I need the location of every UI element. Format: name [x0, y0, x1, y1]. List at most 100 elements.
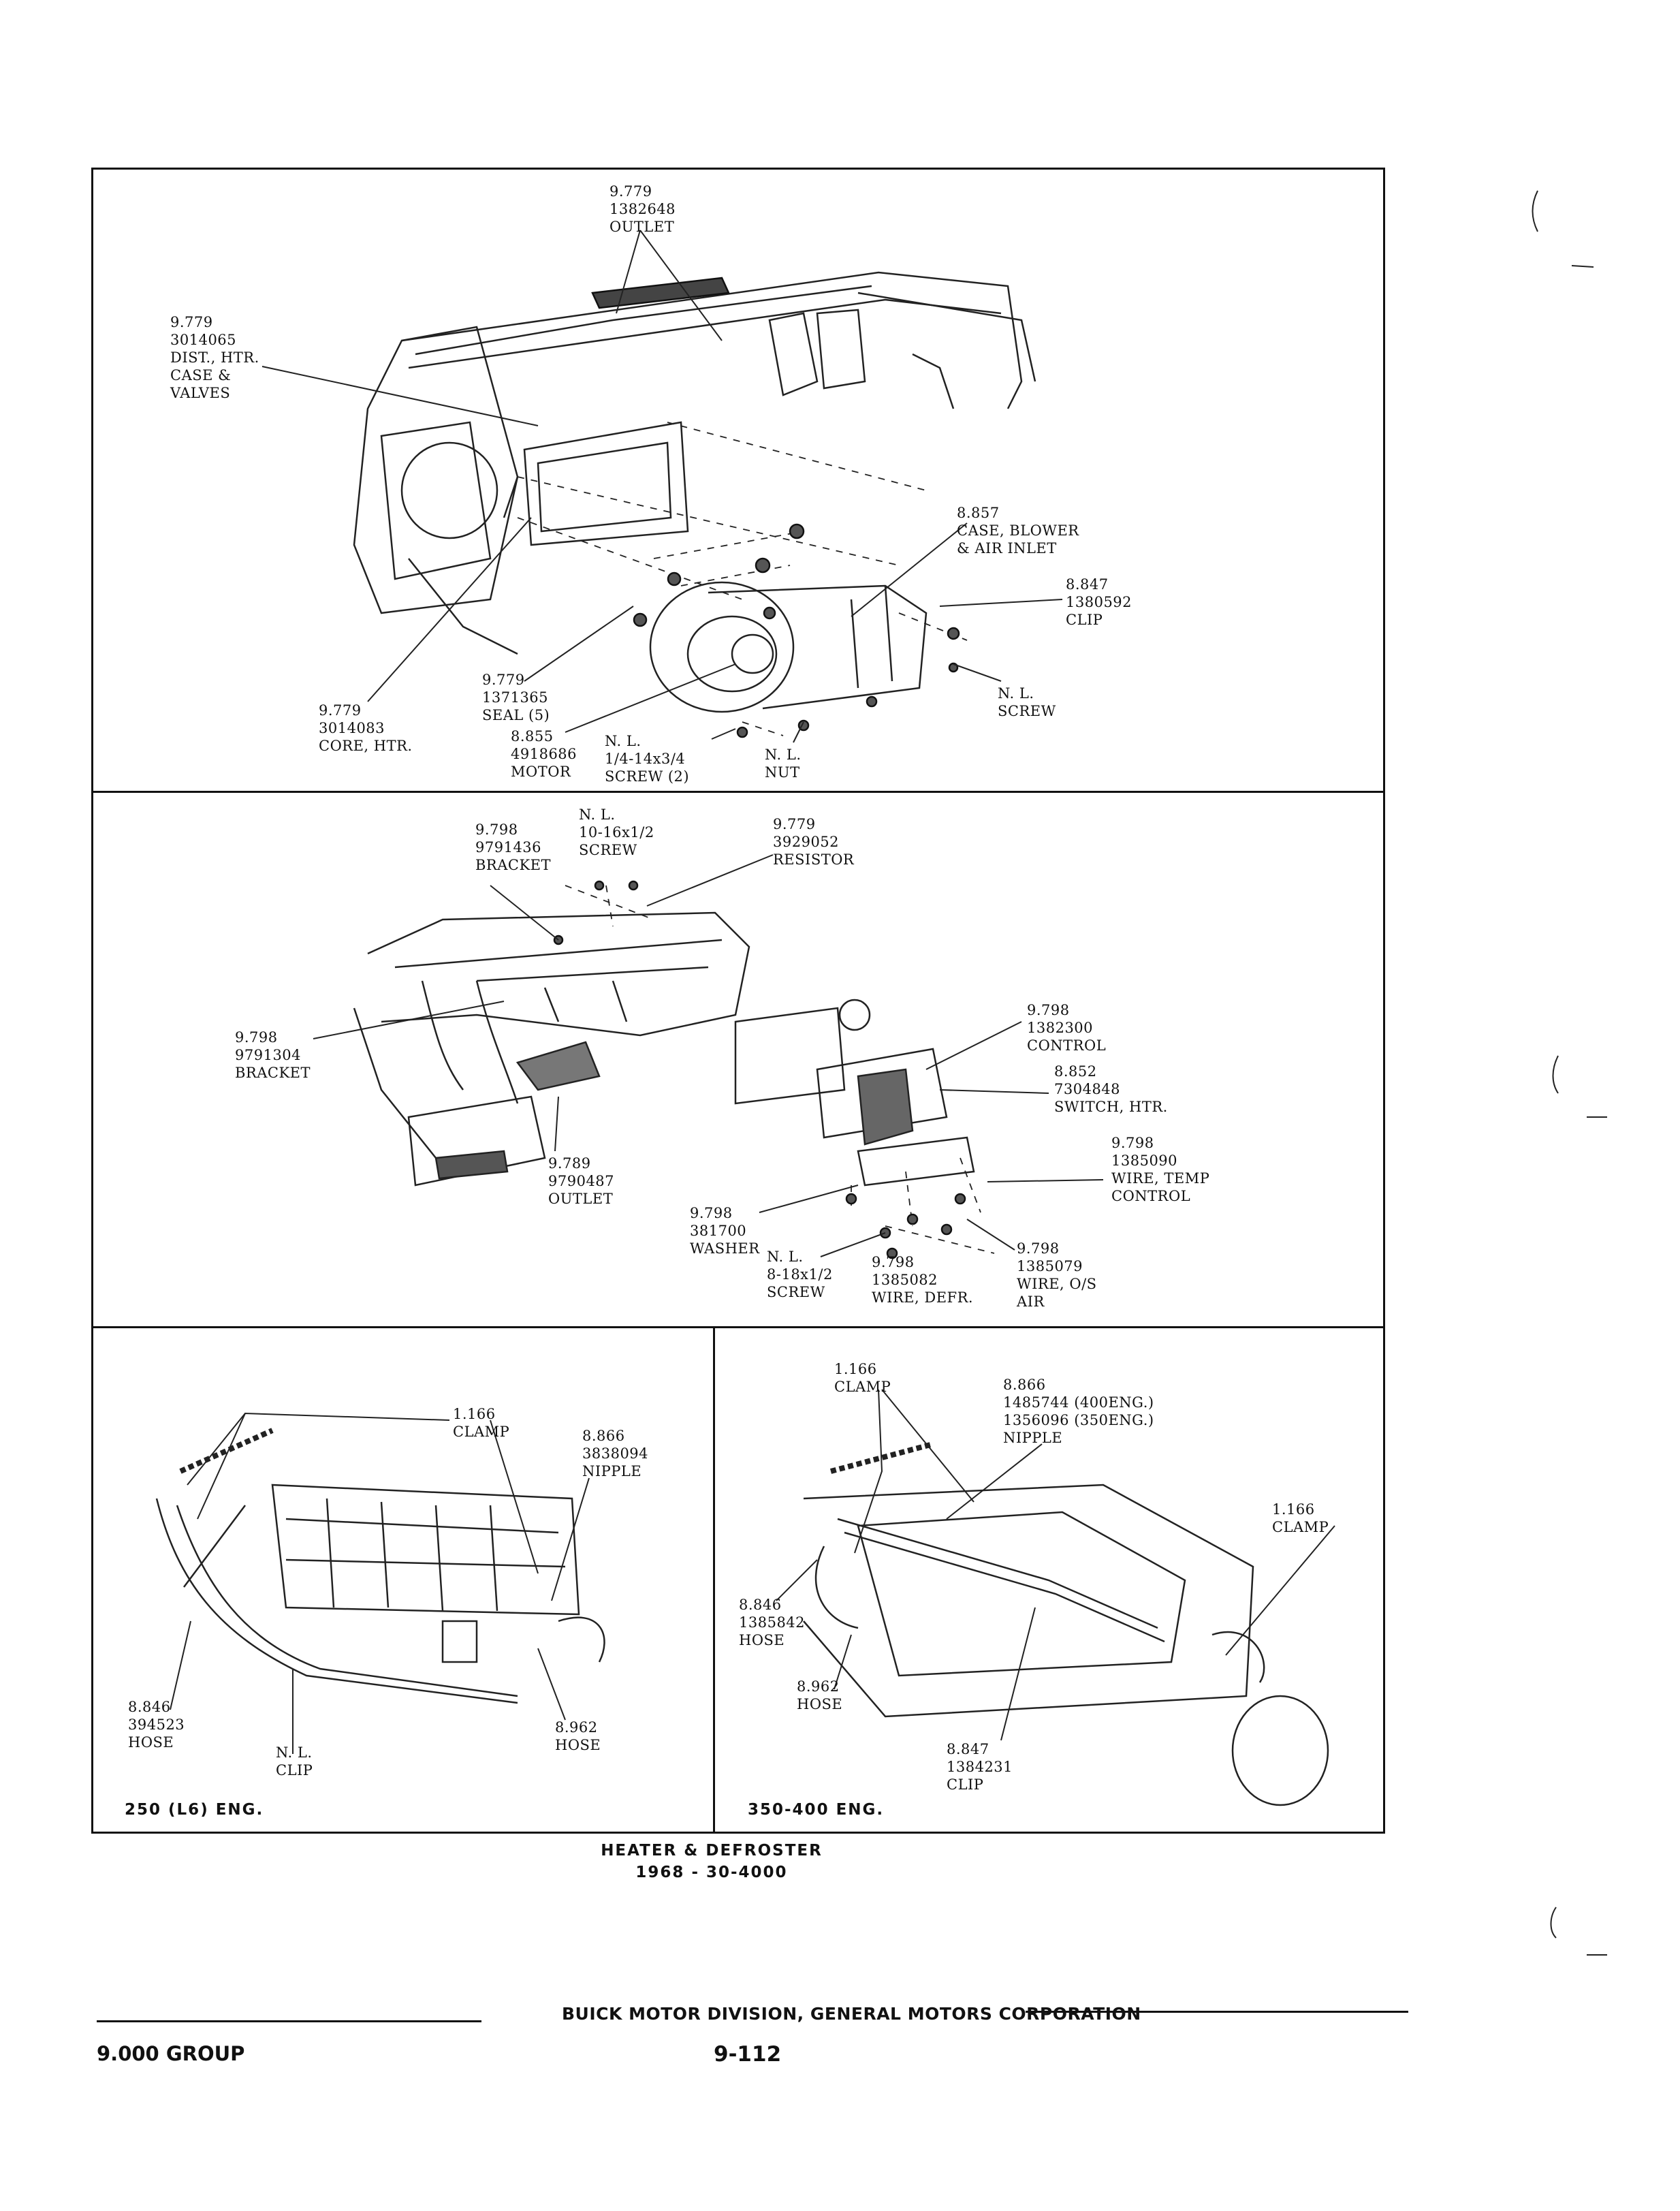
part-number: 4918686 [511, 746, 577, 762]
leader-lines-panel3 [170, 1412, 590, 1754]
leader-lines-panel1 [261, 230, 1063, 743]
part-name: VALVES [170, 385, 231, 401]
part-name: SWITCH, HTR. [1054, 1099, 1168, 1115]
part-name: AIR [1017, 1293, 1045, 1310]
part-number: 1384231 [947, 1759, 1013, 1775]
part-name: CASE & [170, 367, 232, 383]
part-group: 8.847 [1066, 576, 1109, 593]
part-group: 9.779 [319, 702, 362, 719]
part-group: N. L. [579, 806, 616, 823]
part-name: MOTOR [511, 764, 571, 780]
part-group: 8.866 [582, 1428, 625, 1444]
part-group: 9.779 [170, 314, 213, 330]
panel-divider-2 [91, 1326, 1385, 1328]
part-group: 9.798 [1027, 1002, 1070, 1018]
part-group: 9.798 [1017, 1240, 1060, 1257]
part-group: 8.962 [555, 1719, 598, 1736]
part-group: 1.166 [834, 1361, 877, 1377]
part-name: SCREW [579, 842, 637, 858]
part-name: CONTROL [1111, 1188, 1191, 1204]
part-group: 8.866 [1003, 1377, 1046, 1393]
part-number: 1380592 [1066, 594, 1132, 610]
diagram-caption-title: HEATER & DEFROSTER [601, 1842, 823, 1860]
part-name: CLAMP [834, 1379, 891, 1395]
part-name: SCREW [998, 703, 1056, 719]
diagram-frame [91, 168, 1385, 1834]
part-name: WIRE, DEFR. [872, 1289, 974, 1306]
label-nl-screw-top: N. L.SCREW [998, 685, 1056, 720]
panel-divider-vertical [713, 1326, 715, 1834]
part-name: CLIP [947, 1776, 984, 1793]
part-number: 1382648 [609, 201, 676, 217]
part-group: N. L. [605, 733, 641, 749]
part-number: 3014065 [170, 332, 237, 348]
part-number: 9791436 [475, 839, 542, 856]
part-group: 8.855 [511, 728, 554, 744]
blower-assembly-illustration [649, 581, 928, 713]
dashed-assembly-lines-2 [565, 885, 995, 1254]
l6-engine-illustration [155, 1484, 605, 1704]
part-number: 381700 [690, 1223, 747, 1239]
v8-engine-illustration [803, 1484, 1329, 1806]
part-name: NIPPLE [582, 1463, 642, 1479]
part-name: HOSE [739, 1632, 785, 1648]
footer-division: BUICK MOTOR DIVISION, GENERAL MOTORS COR… [562, 2004, 1141, 2024]
part-group: N. L. [276, 1744, 313, 1761]
part-name: NUT [765, 764, 800, 781]
fasteners [633, 523, 960, 738]
panel-label-v8: 350-400 ENG. [748, 1801, 885, 1819]
part-number: 9790487 [548, 1173, 615, 1189]
part-number: 394523 [128, 1716, 185, 1733]
part-spec: 8-18x1/2 [767, 1266, 833, 1283]
margin-marks [1532, 190, 1607, 1956]
part-name: WASHER [690, 1240, 760, 1257]
leader-lines-panel4 [776, 1389, 1335, 1741]
dashed-assembly-lines [517, 422, 968, 736]
part-name: CASE, BLOWER [957, 522, 1079, 539]
part-number: 1385082 [872, 1272, 938, 1288]
part-number: 1382300 [1027, 1020, 1094, 1036]
part-name: OUTLET [609, 219, 675, 235]
part-group: 8.962 [797, 1678, 840, 1695]
footer-rule-left [97, 2020, 481, 2022]
part-name: OUTLET [548, 1191, 614, 1207]
diagram-caption-code: 1968 - 30-4000 [635, 1864, 788, 1881]
part-number: 9791304 [235, 1047, 302, 1063]
fasteners-2 [553, 880, 966, 1259]
part-name: WIRE, O/S [1017, 1276, 1097, 1292]
panel-divider-1 [91, 791, 1385, 793]
part-group: 9.798 [690, 1205, 733, 1221]
part-name: CLIP [276, 1762, 313, 1778]
leader-lines-panel2 [313, 854, 1104, 1257]
part-name: NIPPLE [1003, 1430, 1063, 1446]
part-name: WIRE, TEMP [1111, 1170, 1210, 1187]
part-name: HOSE [555, 1737, 601, 1753]
part-group: 8.852 [1054, 1063, 1097, 1080]
part-number: 1385842 [739, 1614, 806, 1631]
part-group: N. L. [998, 685, 1034, 702]
part-group: 9.779 [609, 183, 652, 200]
part-spec: 10-16x1/2 [579, 824, 654, 841]
